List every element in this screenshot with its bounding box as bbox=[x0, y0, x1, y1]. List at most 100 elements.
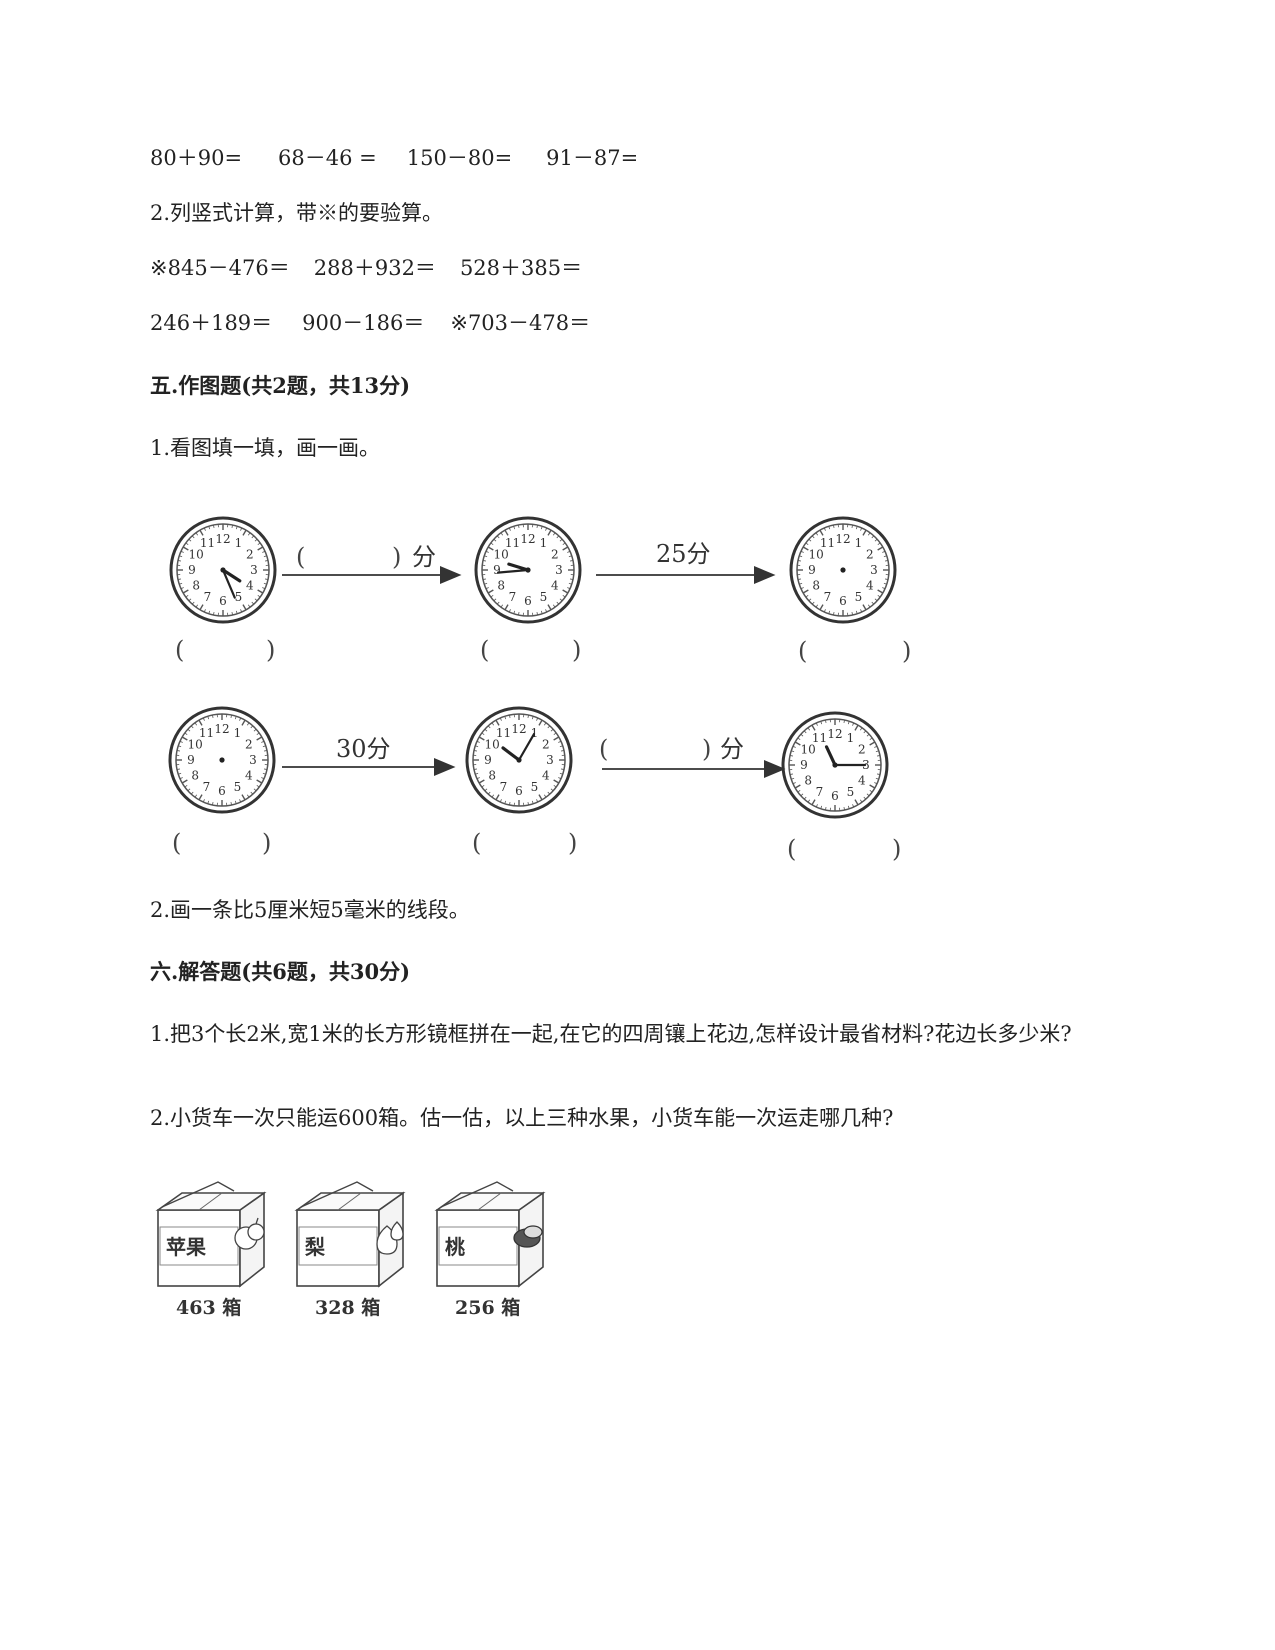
clock-tick bbox=[851, 611, 853, 616]
clock-tick bbox=[484, 582, 488, 585]
box-seam bbox=[198, 1192, 223, 1211]
answer-blank-open: ( bbox=[472, 829, 481, 857]
clock-numeral: 9 bbox=[493, 563, 501, 577]
clock-tick bbox=[882, 550, 886, 553]
calc-item: 900－186＝ bbox=[302, 311, 425, 335]
clock-tick bbox=[481, 784, 485, 788]
clock-tick bbox=[261, 740, 265, 743]
clock-tick bbox=[202, 799, 205, 803]
clock-tick bbox=[203, 609, 206, 613]
clock-tick bbox=[558, 740, 562, 743]
box-seam bbox=[477, 1192, 502, 1211]
clock-tick bbox=[496, 601, 500, 605]
clock-tick bbox=[241, 794, 246, 801]
clock-tick bbox=[185, 594, 189, 598]
clock-tick bbox=[863, 730, 867, 734]
clock-tick bbox=[807, 727, 811, 731]
clock-tick bbox=[262, 587, 266, 590]
clock-tick bbox=[877, 546, 884, 551]
clock-tick bbox=[235, 526, 238, 530]
clock-tick bbox=[262, 772, 266, 775]
answer-blank-close: ) bbox=[892, 835, 901, 863]
clock-tick bbox=[490, 594, 494, 598]
clock-tick bbox=[843, 806, 845, 811]
answer-blank-close: ) bbox=[902, 637, 911, 665]
clock-tick bbox=[257, 546, 264, 551]
clock-numeral: 6 bbox=[524, 594, 532, 608]
clock-numeral: 2 bbox=[542, 738, 550, 752]
clock-numeral: 2 bbox=[246, 548, 254, 562]
clock-tick bbox=[558, 777, 562, 780]
clock-tick bbox=[188, 598, 192, 602]
clock-tick bbox=[852, 722, 855, 726]
clock-numeral: 1 bbox=[235, 536, 243, 550]
clock-tick bbox=[547, 529, 552, 536]
clock-tick bbox=[805, 594, 809, 598]
clock-tick bbox=[797, 578, 802, 580]
clock-tick bbox=[820, 721, 823, 725]
clock-numeral: 4 bbox=[858, 774, 866, 788]
clock-tick bbox=[867, 532, 871, 536]
clock-tick bbox=[518, 524, 520, 529]
clock-numeral: 3 bbox=[555, 563, 563, 577]
clock-tick bbox=[264, 578, 269, 580]
clock-tick bbox=[240, 527, 243, 531]
box-label: 梨 bbox=[305, 1235, 326, 1259]
clock-tick bbox=[191, 601, 195, 605]
clock-tick bbox=[883, 582, 887, 585]
clock-tick bbox=[833, 611, 835, 616]
clock-tick bbox=[509, 801, 511, 806]
clock-tick bbox=[825, 719, 827, 724]
clock-tick bbox=[493, 598, 497, 602]
clock-tick bbox=[562, 594, 566, 598]
clock-tick bbox=[485, 550, 489, 553]
clock-numeral: 1 bbox=[847, 731, 855, 745]
answer-blank-close: ) bbox=[568, 829, 577, 857]
clock-tick bbox=[246, 794, 250, 798]
question-text: 1.把3个长2米,宽1米的长方形镜框拼在一起,在它的四周镶上花边,怎样设计最省材… bbox=[150, 1022, 1072, 1046]
clock-tick bbox=[495, 719, 500, 726]
box-label: 苹果 bbox=[166, 1235, 206, 1259]
clock-tick bbox=[797, 737, 801, 741]
answer-blank-open: ( bbox=[172, 829, 181, 857]
clock-numeral: 8 bbox=[488, 769, 496, 783]
clock-tick bbox=[862, 604, 867, 611]
clock-tick bbox=[553, 784, 557, 788]
clock-numeral: 4 bbox=[551, 579, 559, 593]
clock-numeral: 2 bbox=[866, 548, 874, 562]
apple-stem bbox=[255, 1217, 259, 1225]
box-count: 328 箱 bbox=[315, 1296, 380, 1319]
clock-numeral: 5 bbox=[540, 590, 548, 604]
clock-tick bbox=[478, 736, 485, 741]
clock-tick bbox=[185, 542, 189, 546]
clock-tick bbox=[527, 801, 529, 806]
clock-tick bbox=[547, 791, 551, 795]
clock-tick bbox=[803, 730, 807, 734]
box-label-panel bbox=[438, 1226, 518, 1266]
clock-tick bbox=[553, 732, 557, 736]
clock-numeral: 6 bbox=[831, 789, 839, 803]
clock-tick bbox=[874, 745, 878, 748]
clock-tick bbox=[792, 782, 796, 785]
calc-item: 528＋385＝ bbox=[459, 256, 583, 280]
clock-numeral: 10 bbox=[189, 548, 204, 562]
clock-tick bbox=[495, 794, 500, 801]
clock-tick bbox=[552, 532, 556, 536]
clock-tick bbox=[191, 535, 195, 539]
clock-tick bbox=[202, 717, 205, 721]
clock-tick bbox=[568, 582, 572, 585]
clock-tick bbox=[257, 542, 261, 546]
clock-numeral: 2 bbox=[858, 743, 866, 757]
clock-tick bbox=[253, 788, 257, 792]
clock-numeral: 6 bbox=[219, 594, 227, 608]
clock-center bbox=[525, 567, 531, 573]
clock-numeral: 10 bbox=[485, 738, 500, 752]
clock-tick bbox=[246, 722, 250, 726]
calc-item: 68－46 = bbox=[278, 146, 377, 170]
clock-tick bbox=[475, 772, 479, 775]
